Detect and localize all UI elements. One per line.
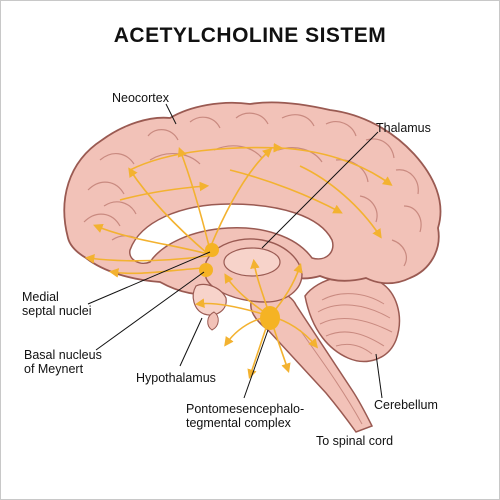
label-medial-septal-line1: Medial xyxy=(22,290,59,304)
medial-septal-nucleus xyxy=(205,243,219,257)
medial-septal-leader xyxy=(87,251,211,305)
label-pontomes-line2: tegmental complex xyxy=(186,416,291,430)
basal-nucleus-of-meynert xyxy=(199,263,213,277)
spinal-cord-line xyxy=(299,329,363,425)
label-thalamus: Thalamus xyxy=(376,121,431,135)
label-medial-septal-nuclei: Medial septal nuclei xyxy=(22,290,92,318)
corpus-callosum xyxy=(129,203,334,264)
label-neocortex: Neocortex xyxy=(112,91,169,105)
hypothalamus-leader xyxy=(179,317,203,367)
label-spinal-cord: To spinal cord xyxy=(316,434,394,448)
cerebellum-leader xyxy=(375,353,383,399)
label-basal-nucleus-line1: Basal nucleus xyxy=(24,348,102,362)
pituitary xyxy=(207,311,219,331)
label-hypothalamus: Hypothalamus xyxy=(136,371,216,385)
label-cerebellum: Cerebellum xyxy=(374,398,438,412)
thalamus-leader xyxy=(261,131,379,249)
pontomes-leader xyxy=(243,329,269,399)
label-basal-nucleus: Basal nucleus of Meynert xyxy=(24,348,102,376)
label-basal-nucleus-line2: of Meynert xyxy=(24,362,84,376)
leader-lines xyxy=(87,103,383,399)
cerebellum xyxy=(304,274,401,363)
basal-nucleus-leader xyxy=(95,271,205,351)
brainstem xyxy=(250,289,374,433)
pontomesencephalotegmental-nucleus xyxy=(260,306,280,330)
label-medial-septal-line2: septal nuclei xyxy=(22,304,92,318)
label-pontomesencephalotegmental-complex: Pontomesencephalo- tegmental complex xyxy=(186,402,304,430)
neocortex-leader xyxy=(165,103,177,125)
label-pontomes-line1: Pontomesencephalo- xyxy=(186,402,305,416)
thalamus-body xyxy=(223,247,281,277)
diagram-title: ACETYLCHOLINE SISTEM xyxy=(113,24,387,47)
